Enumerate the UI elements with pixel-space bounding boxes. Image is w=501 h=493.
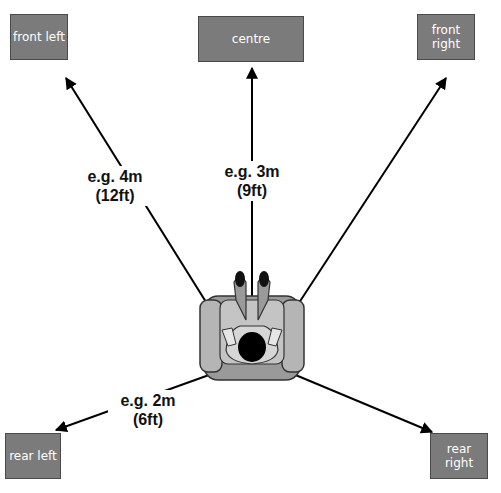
speaker-name: front left [13, 30, 65, 44]
head [238, 332, 266, 362]
speaker-name: centre [232, 32, 270, 46]
distance-arrows [56, 68, 446, 432]
distance-arrow [276, 78, 446, 338]
speaker-name: front right [418, 23, 474, 52]
speaker-name: rear right [431, 442, 487, 471]
distance-label: e.g. 4m (12ft) [75, 166, 155, 206]
speaker-box: centre [198, 16, 304, 62]
speaker-box: front left [10, 14, 68, 60]
speaker-box: front right [417, 14, 475, 60]
distance-label: e.g. 3m (9ft) [212, 161, 292, 201]
foot [259, 271, 269, 287]
speaker-name: rear left [9, 449, 57, 463]
distance-arrow [274, 366, 432, 432]
speaker-box: rear right [430, 433, 488, 479]
chair-arm [282, 300, 304, 372]
chair-seat [220, 300, 284, 364]
arm [222, 328, 236, 346]
armchair [200, 271, 304, 380]
arm [268, 328, 282, 346]
foot [235, 271, 245, 287]
speaker-box: rear left [5, 433, 61, 479]
chair-arm [200, 300, 222, 372]
distance-label: e.g. 2m (6ft) [108, 390, 188, 430]
